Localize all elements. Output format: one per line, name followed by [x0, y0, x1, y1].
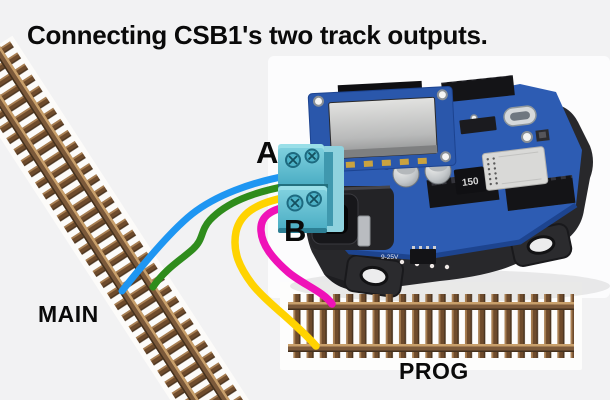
- terminal-block-b: [278, 186, 327, 233]
- yellow-wire: [231, 193, 320, 350]
- main-track: [0, 35, 274, 400]
- prog-track-label: PROG: [399, 358, 469, 384]
- output-b-label: B: [284, 213, 307, 248]
- output-a-label: A: [256, 135, 279, 170]
- header-top: [441, 75, 515, 103]
- diagram-title: Connecting CSB1's two track outputs.: [27, 20, 488, 50]
- reset-button: [535, 129, 550, 142]
- prog-track-rails: [288, 302, 574, 352]
- blue-wire: [118, 171, 296, 295]
- main-track-ties: [0, 38, 270, 400]
- main-track-label: MAIN: [38, 301, 99, 327]
- soic-chip-top: [459, 116, 497, 135]
- fuse-clip: [357, 215, 371, 247]
- soic-chip-front: [410, 246, 436, 264]
- terminal-blocks: [278, 144, 344, 233]
- pcb-power-range-text: 9-25V: [381, 254, 399, 261]
- terminal-block-a: [278, 144, 324, 186]
- wires: [118, 171, 336, 350]
- pcb-mount-hole: [521, 131, 533, 143]
- base-tab-left: [343, 254, 405, 298]
- inductor-value-text: 150: [461, 176, 479, 189]
- usb-c-port: [503, 105, 537, 127]
- main-track-rails: [0, 44, 261, 400]
- magenta-wire: [257, 202, 336, 308]
- esp32-module: [481, 146, 549, 191]
- oled-display: [307, 80, 457, 174]
- green-wire: [149, 181, 296, 291]
- inductor: 150: [453, 166, 487, 195]
- oled-contacts: [345, 157, 427, 168]
